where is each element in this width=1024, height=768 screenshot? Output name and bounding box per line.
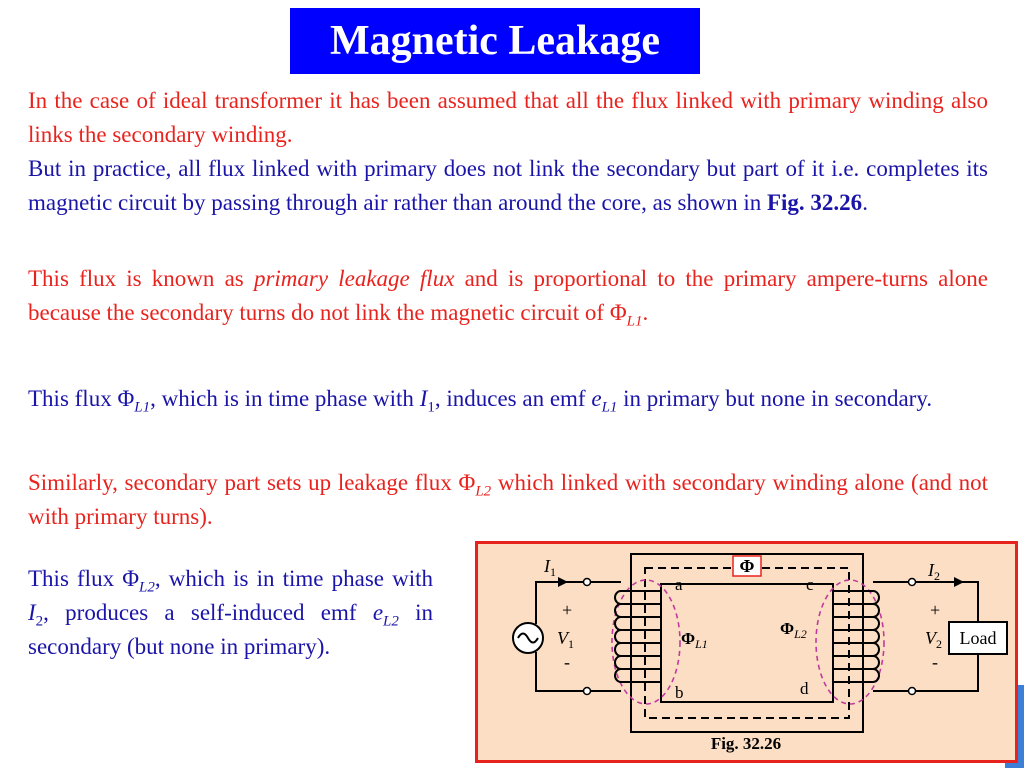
paragraph-emf-primary: This flux ΦL1, which is in time phase wi… bbox=[28, 386, 933, 416]
secondary-terminal-bottom bbox=[907, 686, 917, 696]
paragraph-secondary-leakage: Similarly, secondary part sets up leakag… bbox=[28, 470, 988, 529]
terminal-b-label: b bbox=[675, 683, 684, 702]
load-box bbox=[948, 621, 1008, 655]
current-i1-label: I1 bbox=[543, 556, 556, 579]
primary-terminal-bottom bbox=[582, 686, 592, 696]
secondary-terminal-top bbox=[907, 577, 917, 587]
terminal-d-label: d bbox=[800, 679, 809, 698]
load-label: Load bbox=[960, 628, 997, 648]
v2-plus-label: + bbox=[930, 600, 940, 620]
transformer-figure: Φ bbox=[475, 541, 1018, 763]
slide-title: Magnetic Leakage bbox=[290, 8, 700, 74]
primary-winding bbox=[614, 590, 661, 683]
voltage-v2-label: V2 bbox=[925, 628, 942, 651]
primary-circuit bbox=[535, 581, 621, 692]
voltage-v1-label: V1 bbox=[557, 628, 574, 651]
secondary-winding bbox=[833, 590, 880, 683]
primary-leakage-loop bbox=[611, 579, 681, 705]
primary-terminal-top bbox=[582, 577, 592, 587]
secondary-circuit bbox=[873, 581, 979, 692]
flux-label-box bbox=[732, 555, 762, 577]
paragraph-in-practice: But in practice, all flux linked with pr… bbox=[28, 156, 988, 215]
secondary-leakage-loop bbox=[815, 579, 885, 705]
v1-minus-label: - bbox=[564, 652, 570, 672]
term-primary-leakage-flux: primary leakage flux bbox=[253, 266, 455, 291]
current-i2-arrow-icon bbox=[954, 577, 964, 587]
v1-plus-label: + bbox=[562, 600, 572, 620]
v2-minus-label: - bbox=[932, 652, 938, 672]
figure-reference: Fig. 32.26 bbox=[766, 190, 863, 215]
phi-l1-label: ΦL1 bbox=[681, 629, 708, 651]
transformer-diagram: Φ bbox=[512, 553, 1008, 753]
terminal-a-label: a bbox=[675, 575, 683, 594]
paragraph-self-induced-emf: This flux ΦL2, which is in time phase wi… bbox=[28, 566, 434, 659]
core-outer bbox=[630, 553, 864, 733]
current-i2-label: I2 bbox=[927, 560, 940, 583]
paragraph-primary-leakage-flux: This flux is known as primary leakage fl… bbox=[28, 266, 988, 330]
flux-label: Φ bbox=[740, 556, 755, 576]
current-i1-arrow-icon bbox=[558, 577, 568, 587]
paragraph-ideal-transformer: In the case of ideal transformer it has … bbox=[28, 88, 988, 147]
phi-l2-label: ΦL2 bbox=[780, 619, 807, 641]
figure-caption: Fig. 32.26 bbox=[711, 734, 781, 753]
terminal-c-label: c bbox=[806, 575, 814, 594]
